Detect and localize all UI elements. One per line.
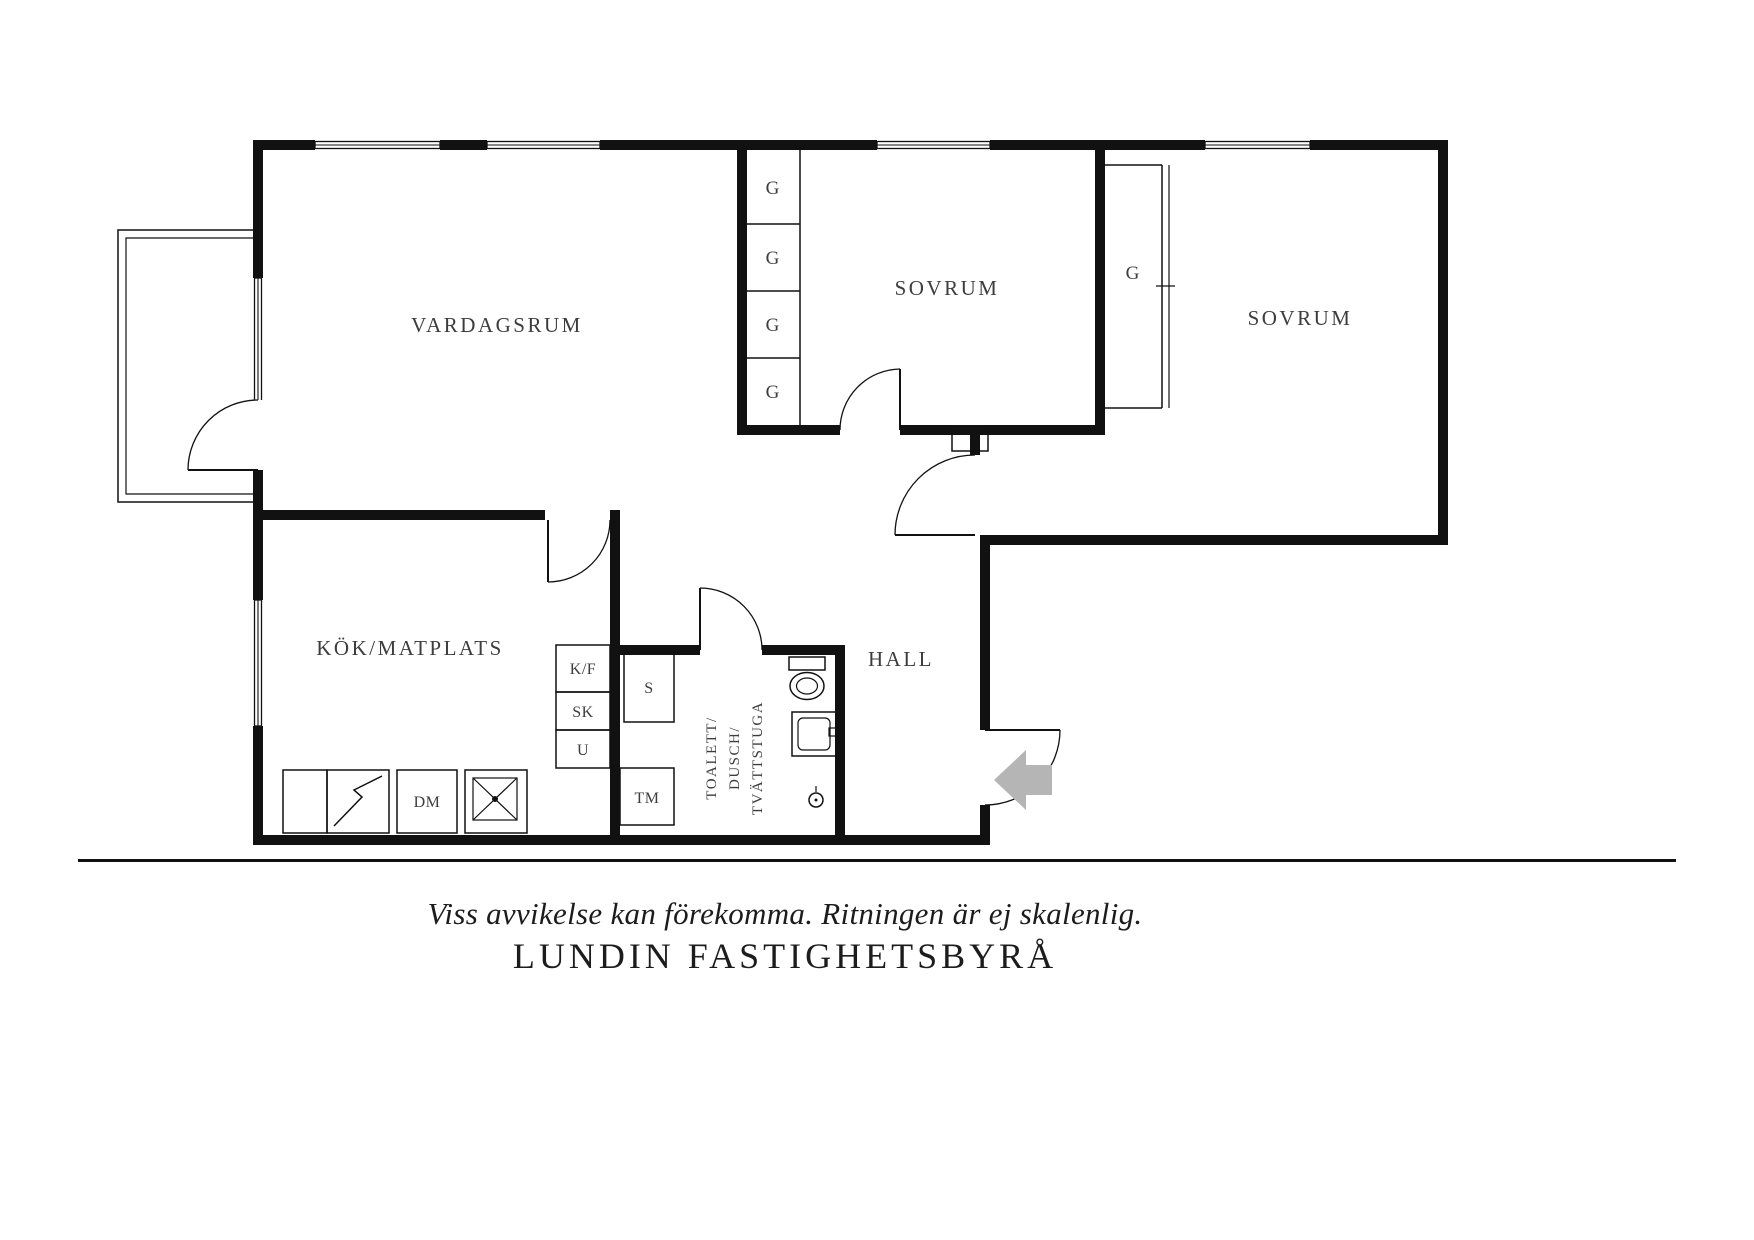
window xyxy=(251,277,265,404)
bedroom2-door xyxy=(894,454,976,536)
wall-bath-top-left xyxy=(610,645,700,655)
kitchen-door xyxy=(547,519,611,583)
bathroom-door xyxy=(699,587,763,651)
room-labels: VARDAGSRUM SOVRUM SOVRUM KÖK/MATPLATS HA… xyxy=(316,178,1353,815)
wall-right xyxy=(1438,140,1448,545)
door-opening xyxy=(251,400,265,470)
windows xyxy=(251,138,1311,727)
footer: Viss avvikelse kan förekomma. Ritningen … xyxy=(78,859,1676,976)
balcony-outer-wall xyxy=(117,229,263,503)
sink-box xyxy=(464,769,528,834)
wall-bedroom1-bottom-left xyxy=(737,425,840,435)
sink-basin xyxy=(472,777,518,821)
basin-outer xyxy=(791,711,837,757)
basin-tap xyxy=(828,727,839,737)
wardrobes xyxy=(747,150,1175,425)
bedroom1-door xyxy=(839,368,901,431)
wall-left xyxy=(253,140,263,845)
wall-hall-right-upper xyxy=(980,545,990,730)
wall-bedroom2-door-stub xyxy=(970,425,980,455)
label-tm: TM xyxy=(635,790,660,807)
drain-dot xyxy=(814,798,818,802)
wall-top xyxy=(253,140,1448,150)
kitchen-fixtures xyxy=(282,644,611,834)
shaft-notch xyxy=(951,426,989,452)
room-label-vardagsrum: VARDAGSRUM xyxy=(411,313,583,337)
agency-title: LUNDIN FASTIGHETSBYRÅ xyxy=(513,936,1057,976)
window xyxy=(876,138,991,152)
door-swing-arc xyxy=(699,587,763,651)
wall-bottom xyxy=(253,835,990,845)
wall-kitchen-right xyxy=(610,510,620,845)
entry-arrow-icon xyxy=(994,750,1052,810)
label-fridge-freezer: K/F xyxy=(570,661,596,678)
wardrobe-label-g: G xyxy=(766,315,781,336)
wall-bath-top-right xyxy=(762,645,845,655)
washing-machine-box xyxy=(619,767,675,826)
wall-kitchen-top xyxy=(253,510,545,520)
wall-bedroom1-bottom-right xyxy=(900,425,1105,435)
balcony xyxy=(117,229,263,503)
label-u: U xyxy=(577,742,589,759)
stove-symbol xyxy=(333,775,383,827)
wardrobe-bedroom2 xyxy=(1105,164,1175,409)
room-label-sovrum-1: SOVRUM xyxy=(895,276,1000,300)
disclaimer-text: Viss avvikelse kan förekomma. Ritningen … xyxy=(428,896,1143,931)
sink-drain xyxy=(492,796,498,802)
stove-icon xyxy=(326,769,390,834)
wardrobe-label-g: G xyxy=(1126,263,1141,284)
window xyxy=(314,138,441,152)
balcony-inner-wall xyxy=(125,237,263,495)
wall-hall-right-lower xyxy=(980,805,990,845)
wardrobe-column-bedroom1 xyxy=(747,150,801,425)
wardrobe-label-g: G xyxy=(766,248,781,269)
door-swing-arc xyxy=(187,399,259,471)
room-label-sovrum-2: SOVRUM xyxy=(1248,306,1353,330)
toilet-bowl-inner xyxy=(795,677,819,695)
door-swing-arc xyxy=(839,368,901,431)
room-label-kok-matplats: KÖK/MATPLATS xyxy=(316,636,504,660)
wall-bath-right xyxy=(835,645,845,845)
divider-line xyxy=(78,859,1676,862)
wall-bedroom2-bottom xyxy=(980,535,1448,545)
oven-box xyxy=(555,729,611,769)
basin-inner xyxy=(797,717,831,751)
bathroom-label-line2: DUSCH/ xyxy=(727,726,743,790)
label-sk: SK xyxy=(572,704,593,721)
room-label-hall: HALL xyxy=(868,647,934,671)
toilet-tank xyxy=(788,656,826,671)
door-swing-arc xyxy=(547,519,611,583)
closet-s-box xyxy=(623,651,675,723)
label-s: S xyxy=(644,680,653,697)
bathroom-label-line3: TVÄTTSTUGA xyxy=(749,701,766,815)
sink-icon xyxy=(464,769,528,834)
label-dm: DM xyxy=(414,794,441,811)
bathroom-label-line1: TOALETT/ xyxy=(704,716,720,799)
drain-circle xyxy=(808,792,824,808)
washbasin-icon xyxy=(791,711,839,757)
wardrobe-label-g: G xyxy=(766,382,781,403)
window xyxy=(486,138,601,152)
stove-box xyxy=(326,769,390,834)
window xyxy=(251,599,265,727)
bathroom-fixtures xyxy=(619,651,839,826)
doors xyxy=(187,368,1061,806)
window xyxy=(1204,138,1311,152)
wall-livingroom-right xyxy=(737,140,747,435)
door-swing-arc xyxy=(894,454,976,536)
dishwasher-box xyxy=(396,769,458,834)
wardrobe-label-g: G xyxy=(766,178,781,199)
floor-drain-icon xyxy=(808,786,824,808)
counter-box xyxy=(282,769,328,834)
toilet-icon xyxy=(788,656,826,701)
balcony-door xyxy=(187,399,265,471)
toilet-bowl xyxy=(789,671,825,701)
walls xyxy=(253,140,1448,845)
wall-bedroom1-right xyxy=(1095,140,1105,435)
